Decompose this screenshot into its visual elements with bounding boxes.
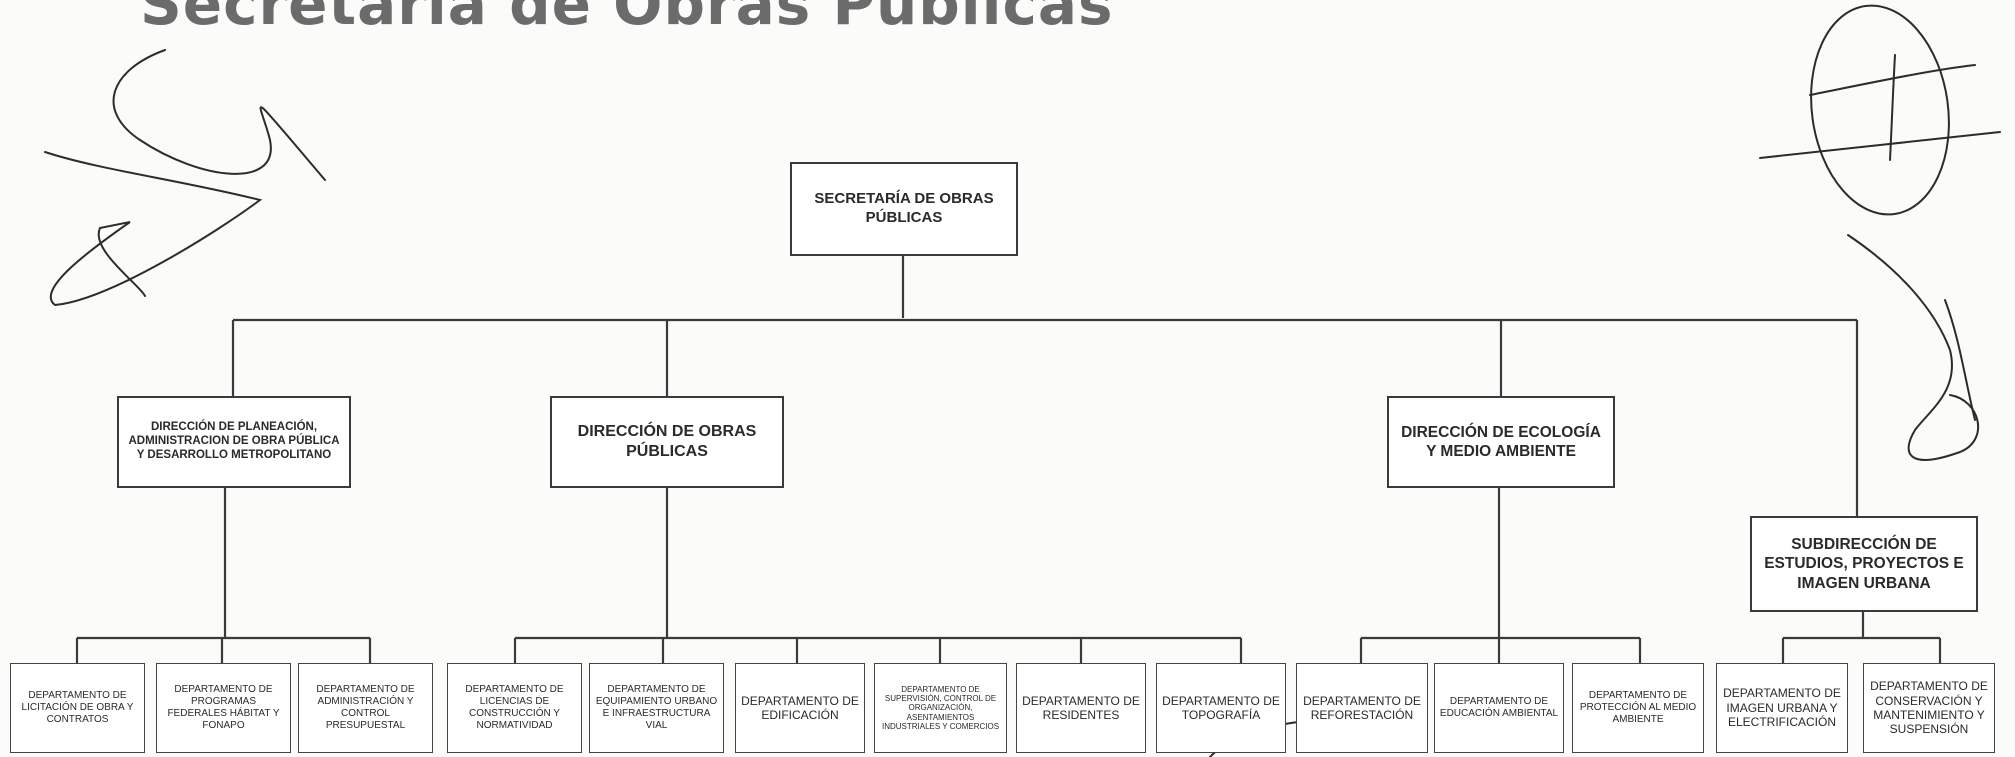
handwritten-signatures xyxy=(44,4,2001,757)
org-box-departamento: DEPARTAMENTO DE SUPERVISIÓN, CONTROL DE … xyxy=(874,663,1007,753)
org-box-direccion-planeacion: DIRECCIÓN DE PLANEACIÓN, ADMINISTRACION … xyxy=(117,396,351,488)
connector-lines xyxy=(75,254,1942,663)
org-box-departamento: DEPARTAMENTO DE LICITACIÓN DE OBRA Y CON… xyxy=(10,663,145,753)
org-box-direccion-obras-publicas: DIRECCIÓN DE OBRAS PÚBLICAS xyxy=(550,396,784,488)
org-box-departamento: DEPARTAMENTO DE TOPOGRAFÍA xyxy=(1156,663,1286,753)
org-box-direccion-ecologia: DIRECCIÓN DE ECOLOGÍA Y MEDIO AMBIENTE xyxy=(1387,396,1615,488)
org-box-departamento: DEPARTAMENTO DE PROTECCIÓN AL MEDIO AMBI… xyxy=(1572,663,1704,753)
org-box-departamento: DEPARTAMENTO DE PROGRAMAS FEDERALES HÁBI… xyxy=(156,663,291,753)
org-box-departamento: DEPARTAMENTO DE LICENCIAS DE CONSTRUCCIÓ… xyxy=(447,663,582,753)
org-box-departamento: DEPARTAMENTO DE EQUIPAMIENTO URBANO E IN… xyxy=(589,663,724,753)
org-box-secretaria: SECRETARÍA DE OBRAS PÚBLICAS xyxy=(790,162,1018,256)
signature-left-top xyxy=(112,49,326,181)
org-box-departamento: DEPARTAMENTO DE RESIDENTES xyxy=(1016,663,1146,753)
org-box-departamento: DEPARTAMENTO DE REFORESTACIÓN xyxy=(1296,663,1428,753)
org-box-departamento: DEPARTAMENTO DE CONSERVACIÓN Y MANTENIMI… xyxy=(1863,663,1995,753)
org-box-departamento: DEPARTAMENTO DE EDUCACIÓN AMBIENTAL xyxy=(1434,663,1564,753)
signature-right-circle xyxy=(1810,4,1950,216)
org-box-departamento: DEPARTAMENTO DE IMAGEN URBANA Y ELECTRIF… xyxy=(1716,663,1848,753)
signature-left-bottom xyxy=(44,151,263,307)
org-box-departamento: DEPARTAMENTO DE EDIFICACIÓN xyxy=(735,663,865,753)
page-title: Secretaría de Obras Públicas xyxy=(140,0,1114,38)
org-box-departamento: DEPARTAMENTO DE ADMINISTRACIÓN Y CONTROL… xyxy=(298,663,433,753)
org-box-subdireccion-estudios: SUBDIRECCIÓN DE ESTUDIOS, PROYECTOS E IM… xyxy=(1750,516,1978,612)
signature-right-lower xyxy=(1847,234,1979,461)
